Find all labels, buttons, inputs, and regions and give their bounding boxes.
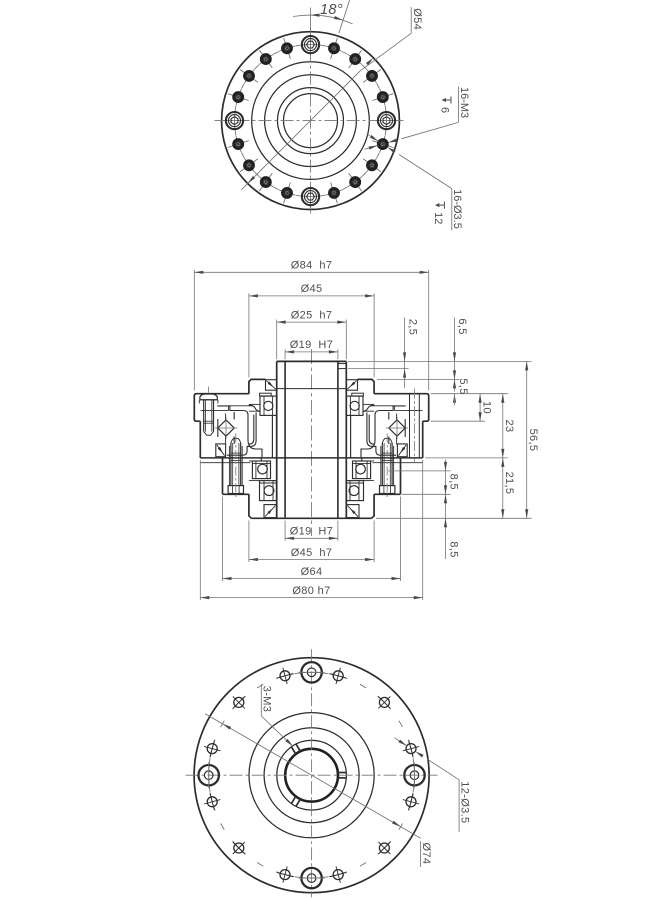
svg-text:3-M3: 3-M3 <box>261 686 273 712</box>
svg-text:Ø45: Ø45 <box>301 283 323 295</box>
svg-text:16-M3: 16-M3 <box>458 87 470 118</box>
svg-text:56,5: 56,5 <box>527 429 539 452</box>
svg-text:10: 10 <box>480 401 492 414</box>
svg-text:8,5: 8,5 <box>448 541 460 557</box>
svg-text:6,5: 6,5 <box>456 318 468 334</box>
svg-text:Ø25 h7: Ø25 h7 <box>291 309 333 321</box>
svg-text:Ø45 h7: Ø45 h7 <box>291 547 333 559</box>
svg-text:2,5: 2,5 <box>406 319 418 335</box>
svg-text:Ø54: Ø54 <box>411 8 423 30</box>
svg-text:8,5: 8,5 <box>448 474 460 490</box>
svg-text:23: 23 <box>503 420 515 433</box>
svg-text:16-Ø3.5: 16-Ø3.5 <box>451 189 463 229</box>
svg-text:6: 6 <box>439 107 451 113</box>
svg-text:18°: 18° <box>320 2 343 18</box>
svg-text:21,5: 21,5 <box>503 472 515 495</box>
svg-text:Ø19 H7: Ø19 H7 <box>290 526 333 538</box>
svg-text:Ø80 h7: Ø80 h7 <box>292 585 330 597</box>
svg-text:12: 12 <box>432 212 444 224</box>
svg-text:Ø64: Ø64 <box>301 566 323 578</box>
svg-text:Ø19 H7: Ø19 H7 <box>290 339 333 351</box>
svg-text:Ø74: Ø74 <box>420 843 432 865</box>
svg-text:Ø84 h7: Ø84 h7 <box>291 260 333 272</box>
svg-text:5,5: 5,5 <box>457 378 469 394</box>
svg-text:12-Ø3.5: 12-Ø3.5 <box>458 781 470 823</box>
